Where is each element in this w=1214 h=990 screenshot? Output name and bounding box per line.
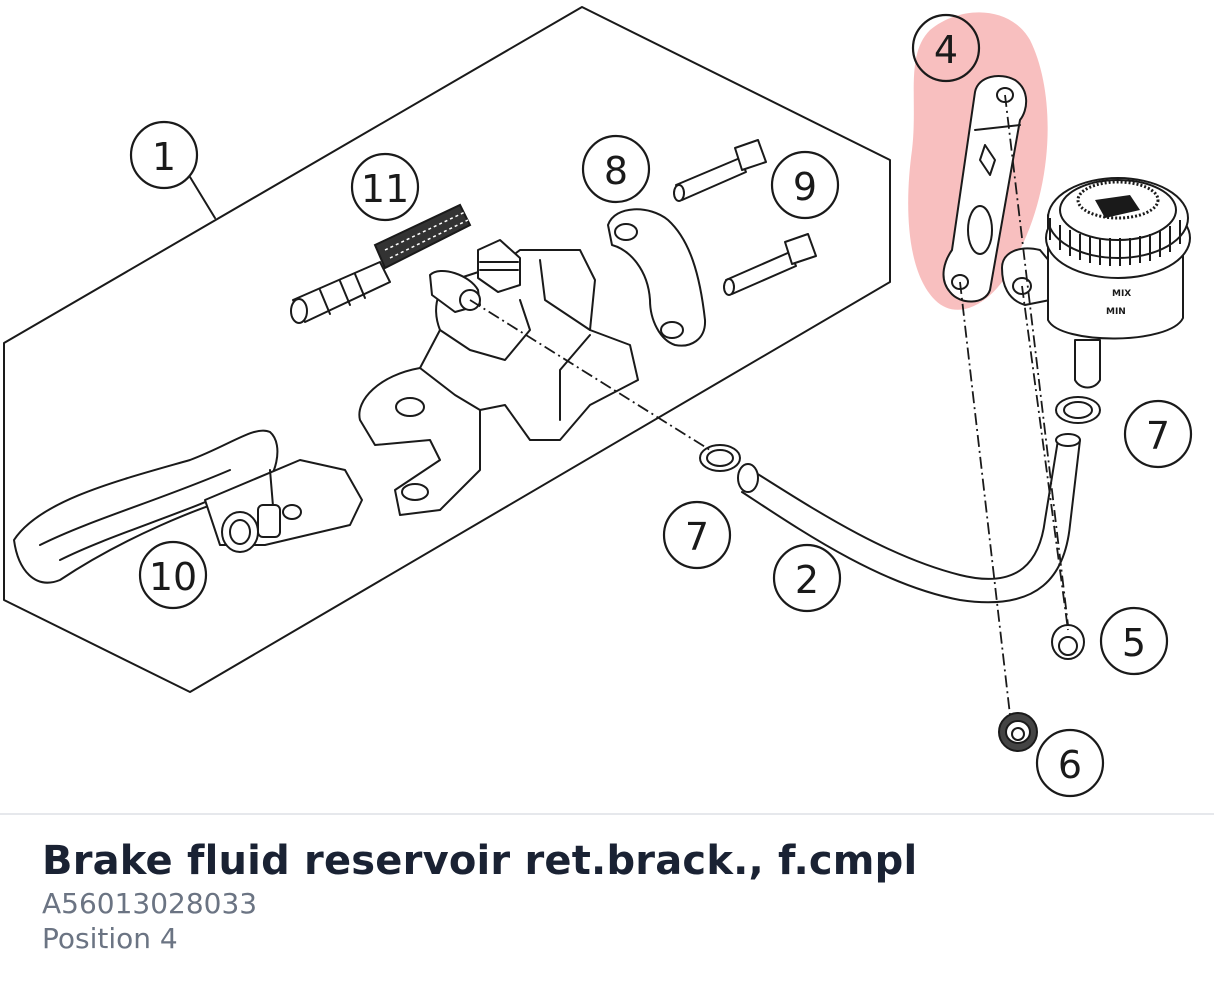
- reservoir-mix-label: MIX: [1112, 289, 1131, 299]
- svg-text:7: 7: [1146, 414, 1170, 458]
- nut-part: [998, 624, 1085, 752]
- reservoir-retaining-bracket-part: [942, 75, 1028, 303]
- svg-text:1: 1: [152, 135, 176, 179]
- assembly-lines: [469, 94, 1069, 716]
- part-title: Brake fluid reservoir ret.brack., f.cmpl: [42, 838, 918, 884]
- part-number: A56013028033: [42, 887, 258, 920]
- svg-text:6: 6: [1058, 743, 1082, 787]
- reservoir-min-label: MIN: [1106, 307, 1126, 317]
- clamp-screws-part: [673, 139, 817, 296]
- callout-7-right: 7: [1123, 399, 1193, 469]
- callout-11: 11: [350, 152, 420, 222]
- svg-text:9: 9: [793, 165, 817, 209]
- callout-8: 8: [581, 134, 651, 204]
- exploded-parts-diagram: MIX MIN 1 11 8 9: [3, 6, 1193, 798]
- divider: [0, 813, 1214, 815]
- piston-spring-part: [290, 203, 472, 324]
- brake-fluid-reservoir-part: MIX MIN: [1001, 177, 1191, 389]
- part-position: Position 4: [42, 922, 178, 955]
- callout-9: 9: [770, 150, 840, 220]
- brake-lever-part: [13, 429, 363, 584]
- callout-6: 6: [1035, 728, 1105, 798]
- hose-clamp-part: [699, 396, 1101, 472]
- callout-2: 2: [772, 543, 842, 613]
- callout-5: 5: [1099, 606, 1169, 676]
- part-info-panel: Brake fluid reservoir ret.brack., f.cmpl…: [42, 836, 917, 956]
- callout-4: 4: [911, 13, 981, 83]
- callout-1: 1: [129, 120, 199, 190]
- svg-text:10: 10: [149, 555, 197, 599]
- svg-text:7: 7: [685, 515, 709, 559]
- svg-text:8: 8: [604, 149, 628, 193]
- master-cylinder-body: [358, 239, 639, 516]
- handlebar-clamp-part: [607, 208, 707, 347]
- kit-outline: [3, 6, 891, 693]
- svg-text:11: 11: [361, 167, 409, 211]
- svg-text:2: 2: [795, 558, 819, 602]
- svg-text:5: 5: [1122, 621, 1146, 665]
- svg-text:4: 4: [934, 28, 958, 72]
- callout-7-left: 7: [662, 500, 732, 570]
- callout-10: 10: [138, 540, 208, 610]
